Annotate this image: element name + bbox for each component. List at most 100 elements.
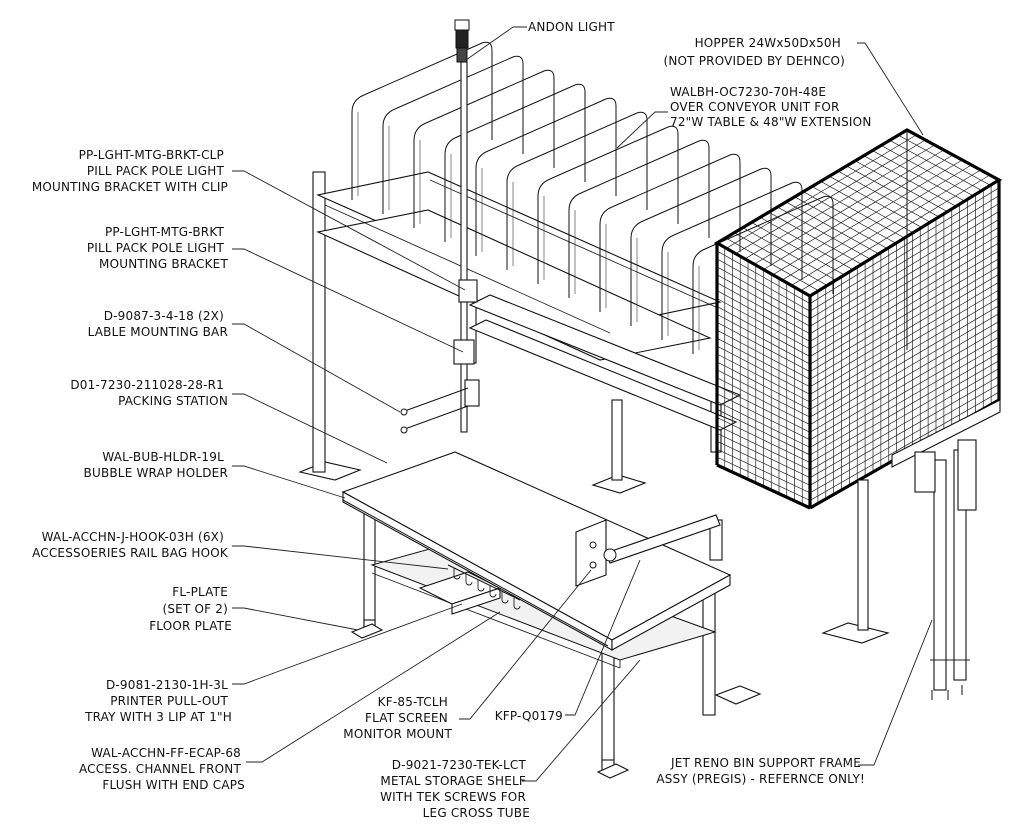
mesh-wire [754,149,944,265]
bin-divider [475,97,617,256]
walbh-desc-2: 72"W TABLE & 48"W EXTENSION [670,115,872,129]
d9021-desc-1: METAL STORAGE SHELF [380,774,526,788]
mesh-wire [716,258,811,312]
mesh-wire [716,448,811,494]
bin-divider [382,55,524,214]
mesh-wire [809,336,1000,448]
d01-desc: PACKING STATION [118,394,228,408]
monitor-mount [575,514,723,587]
svg-text:HOPPER 24Wx50Dx50H (NOT: HOPPER 24Wx50Dx50H (NOT PROVIDED BY DEHN… [663,36,845,68]
mesh-wire [716,353,811,403]
mesh-wire [809,360,1000,471]
jet-reno-frame [857,399,1001,700]
mesh-wire [800,174,990,291]
svg-text:D-9087-3-4-18 (2X) LABLE: D-9087-3-4-18 (2X) LABLE MOUNTING BAR [88,309,228,339]
kf85-desc-1: FLAT SCREEN [365,711,448,725]
mesh-wire [809,195,1000,312]
mesh-wire [809,242,1000,357]
mesh-wire [763,154,954,270]
bin-divider [444,83,586,242]
mesh-wire [809,273,1000,388]
mesh-wire [716,440,811,486]
mesh-wire [809,368,1000,479]
mesh-wire [716,274,811,327]
mesh-wire [809,289,1000,403]
mesh-wire [735,139,926,254]
mesh-wire [809,352,1000,463]
mesh-wire [716,377,811,426]
hopper-cage [713,128,1003,510]
mesh-wire [809,321,1000,433]
mesh-wire [809,250,1000,365]
bin-dividers [351,41,834,354]
bub-part: WAL-BUB-HLDR-19L [102,450,224,464]
mesh-wire [716,306,811,357]
mesh-wire [716,266,811,320]
mesh-wire [809,344,1000,456]
walbh-desc-1: OVER CONVEYOR UNIT FOR [670,100,840,114]
bin-divider [661,181,803,340]
andon-light-label: ANDON LIGHT [528,20,615,34]
mesh-wire [716,425,811,471]
svg-text:PP-LGHT-MTG-BRKT-CLP PIL: PP-LGHT-MTG-BRKT-CLP PILL PACK POLE LIGH… [32,148,228,194]
jet-desc: ASSY (PREGIS) - REFERNCE ONLY! [656,772,865,786]
svg-text:WALBH-OC7230-70H-48E OVE: WALBH-OC7230-70H-48E OVER CONVEYOR UNIT … [670,85,872,129]
mesh-wire [716,337,811,388]
mesh-wire [809,234,1000,350]
mesh-wire [809,266,1000,380]
mesh-wire [716,432,811,479]
bin-divider [537,125,679,284]
mesh-wire [809,203,1000,320]
mesh-wire [716,314,811,365]
d01-part: D01-7230-211028-28-R1 [70,378,224,392]
mesh-wire [809,281,1000,395]
mesh-wire [716,345,811,395]
svg-text:KF-85-TCLH FLAT SCREEN: KF-85-TCLH FLAT SCREEN MONITOR MOUNT [343,695,452,741]
jhook-part: WAL-ACCHN-J-HOOK-03H (6X) [42,530,224,544]
ecap-desc-2: FLUSH WITH END CAPS [102,778,245,792]
svg-text:D-9081-2130-1H-3L PRINTE: D-9081-2130-1H-3L PRINTER PULL-OUT TRAY … [84,678,232,724]
jhook-desc: ACCESSOERIES RAIL BAG HOOK [32,546,229,560]
bin-divider [506,111,648,270]
callouts: ANDON LIGHT HOPPER 24Wx50Dx50H (NOT PROV… [32,20,872,820]
mesh-wire [809,226,1000,342]
mesh-wire [809,313,1000,426]
mesh-wire [716,250,811,304]
mesh-wire [772,159,963,276]
mesh-wire [716,417,811,463]
svg-text:ANDON LIGHT: ANDON LIGHT [528,20,615,34]
mesh-wire [791,169,981,286]
d9081-part: D-9081-2130-1H-3L [106,678,228,692]
svg-text:WAL-ACCHN-FF-ECAP-68 ACC: WAL-ACCHN-FF-ECAP-68 ACCESS. CHANNEL FRO… [79,746,245,792]
mesh-wire [716,409,811,456]
mesh-wire [809,391,1000,501]
svg-text:WAL-ACCHN-J-HOOK-03H (6X): WAL-ACCHN-J-HOOK-03H (6X) ACCESSOERIES R… [32,530,229,560]
ecap-desc-1: ACCESS. CHANNEL FRONT [79,762,242,776]
mesh-wire [809,211,1000,327]
mesh-wire [809,218,1000,335]
mesh-wire [716,290,811,342]
svg-text:D-9021-7230-TEK-LCT META: D-9021-7230-TEK-LCT METAL STORAGE SHELF … [380,758,530,820]
ecap-part: WAL-ACCHN-FF-ECAP-68 [91,746,241,760]
mesh-wire [781,164,972,281]
flplate-qty: (SET OF 2) [162,602,228,616]
walbh-part: WALBH-OC7230-70H-48E [670,85,826,99]
kf85-part: KF-85-TCLH [378,695,448,709]
mesh-wire [809,305,1000,418]
mesh-wire [809,328,1000,441]
floor-plates [298,461,890,705]
d9021-desc-2: WITH TEK SCREWS FOR [380,790,526,804]
mesh-wire [809,376,1000,486]
svg-text:WAL-BUB-HLDR-19L BUBBLE: WAL-BUB-HLDR-19L BUBBLE WRAP HOLDER [84,450,228,480]
svg-text:PP-LGHT-MTG-BRKT PILL PA: PP-LGHT-MTG-BRKT PILL PACK POLE LIGHT MO… [87,225,229,271]
pp-clip-part: PP-LGHT-MTG-BRKT-CLP [79,148,224,162]
packing-station [341,451,732,779]
mesh-wire [716,456,811,501]
leader-lines [232,26,933,782]
svg-text:JET RENO BIN SUPPORT FRAME: JET RENO BIN SUPPORT FRAME ASSY (PREGIS)… [656,756,865,786]
bin-divider [568,139,710,298]
mesh-wire [716,401,811,448]
mesh-wire [716,329,811,380]
